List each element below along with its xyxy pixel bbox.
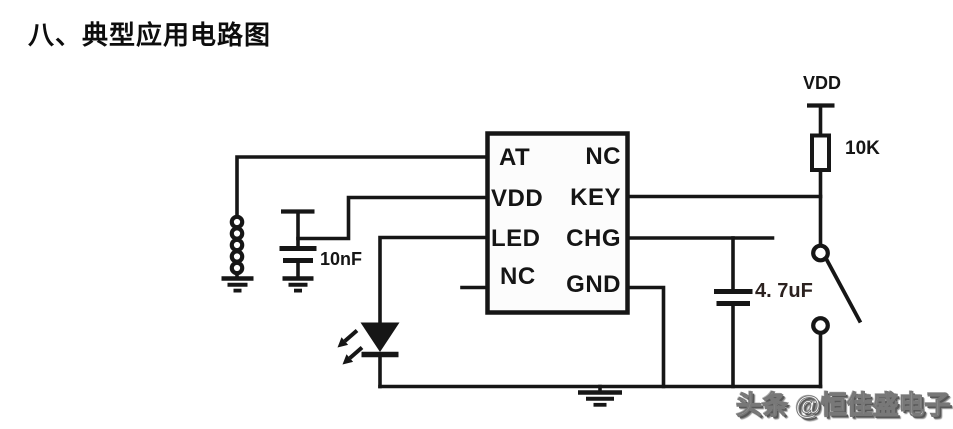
power-rail-label: VDD bbox=[803, 73, 842, 93]
chip-body bbox=[485, 131, 630, 315]
chip-pin-label-vdd: VDD bbox=[491, 185, 544, 212]
capacitor-10nf-symbol bbox=[279, 209, 317, 279]
page-title: 八、典型应用电路图 bbox=[28, 20, 272, 50]
chip-pin-label-gnd: GND bbox=[566, 271, 621, 298]
switch-symbol bbox=[811, 243, 863, 389]
chip-pin-label-at: AT bbox=[499, 144, 531, 171]
led-icon bbox=[337, 322, 400, 389]
resistor-10k-value: 10K bbox=[845, 138, 880, 159]
chip-pin-label-nc-right: NC bbox=[585, 143, 621, 170]
ground-symbol-center bbox=[578, 384, 622, 407]
chip-pin-label-nc-left: NC bbox=[500, 263, 536, 290]
spring-electrode-icon bbox=[229, 214, 245, 280]
chip-pin-label-key: KEY bbox=[570, 184, 621, 211]
gnd-trace bbox=[626, 285, 666, 389]
vdd-trace bbox=[296, 195, 489, 241]
capacitor-10nf-value: 10nF bbox=[320, 249, 363, 269]
led-trace bbox=[378, 235, 489, 325]
capacitor-47uf-symbol bbox=[714, 236, 753, 389]
capacitor-47uf-value: 4. 7uF bbox=[755, 280, 813, 302]
ground-symbol-cap1 bbox=[282, 276, 314, 293]
watermark: 头条 @恒佳盛电子 bbox=[736, 390, 952, 421]
chip-pin-label-led: LED bbox=[491, 225, 541, 252]
resistor-10k-symbol bbox=[810, 133, 831, 248]
at-trace bbox=[235, 155, 489, 218]
power-rail-symbol bbox=[807, 103, 835, 138]
chip-pin-label-chg: CHG bbox=[566, 225, 621, 252]
ground-symbol-left bbox=[221, 276, 254, 293]
